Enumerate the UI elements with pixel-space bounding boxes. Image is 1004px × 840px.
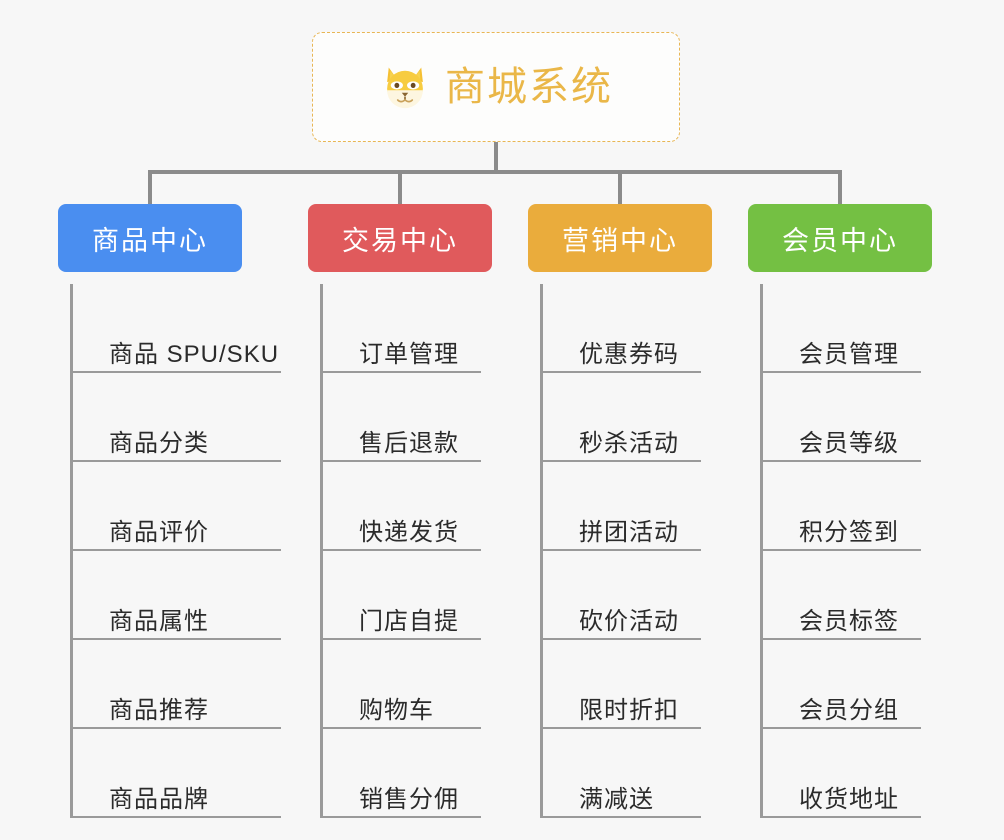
list-item[interactable]: 商品评价 [73,462,281,551]
connector-drop-1 [148,170,152,206]
list-item[interactable]: 积分签到 [763,462,921,551]
leaf-label: 商品评价 [109,519,209,547]
category-column-3: 营销中心 优惠券码 秒杀活动 拼团活动 砍价活动 限时折扣 满减送 [528,204,748,818]
category-header-3[interactable]: 营销中心 [528,204,712,272]
list-item[interactable]: 售后退款 [323,373,481,462]
list-item[interactable]: 会员管理 [763,284,921,373]
leaf-label: 优惠券码 [579,341,679,369]
leaf-label: 砍价活动 [579,608,679,636]
connector-drop-3 [618,170,622,206]
list-item[interactable]: 限时折扣 [543,640,701,729]
leaf-list-1: 商品 SPU/SKU 商品分类 商品评价 商品属性 商品推荐 商品品牌 [70,284,281,818]
connector-drop-4 [838,170,842,206]
category-header-3-label: 营销中心 [562,225,678,256]
leaf-label: 商品属性 [109,608,209,636]
list-item[interactable]: 商品分类 [73,373,281,462]
category-column-1: 商品中心 商品 SPU/SKU 商品分类 商品评价 商品属性 商品推荐 商品品牌 [58,204,298,818]
leaf-list-4: 会员管理 会员等级 积分签到 会员标签 会员分组 收货地址 [760,284,921,818]
category-column-2: 交易中心 订单管理 售后退款 快递发货 门店自提 购物车 销售分佣 [308,204,528,818]
list-item[interactable]: 商品 SPU/SKU [73,284,281,373]
list-item[interactable]: 商品推荐 [73,640,281,729]
list-item[interactable]: 拼团活动 [543,462,701,551]
leaf-label: 积分签到 [799,519,899,547]
list-item[interactable]: 会员等级 [763,373,921,462]
category-header-2-label: 交易中心 [342,225,458,256]
list-item[interactable]: 销售分佣 [323,729,481,818]
connector-bus [148,170,842,174]
leaf-label: 商品 SPU/SKU [109,341,280,369]
category-header-1-label: 商品中心 [92,225,208,256]
list-item[interactable]: 砍价活动 [543,551,701,640]
leaf-label: 购物车 [359,697,434,725]
leaf-label: 会员分组 [799,697,899,725]
list-item[interactable]: 商品品牌 [73,729,281,818]
list-item[interactable]: 订单管理 [323,284,481,373]
leaf-label: 门店自提 [359,608,459,636]
list-item[interactable]: 购物车 [323,640,481,729]
root-node[interactable]: 商城系统 [312,32,680,142]
list-item[interactable]: 满减送 [543,729,701,818]
list-item[interactable]: 商品属性 [73,551,281,640]
leaf-label: 商品推荐 [109,697,209,725]
leaf-label: 限时折扣 [579,697,679,725]
category-header-2[interactable]: 交易中心 [308,204,492,272]
list-item[interactable]: 秒杀活动 [543,373,701,462]
leaf-label: 快递发货 [359,519,459,547]
leaf-label: 销售分佣 [359,786,459,814]
leaf-label: 拼团活动 [579,519,679,547]
leaf-label: 售后退款 [359,430,459,458]
list-item[interactable]: 会员分组 [763,640,921,729]
category-header-1[interactable]: 商品中心 [58,204,242,272]
category-column-4: 会员中心 会员管理 会员等级 积分签到 会员标签 会员分组 收货地址 [748,204,968,818]
connector-drop-2 [398,170,402,206]
leaf-label: 秒杀活动 [579,430,679,458]
list-item[interactable]: 收货地址 [763,729,921,818]
list-item[interactable]: 会员标签 [763,551,921,640]
root-title: 商城系统 [445,65,613,109]
category-header-4-label: 会员中心 [782,225,898,256]
leaf-list-2: 订单管理 售后退款 快递发货 门店自提 购物车 销售分佣 [320,284,481,818]
leaf-label: 订单管理 [359,341,459,369]
leaf-label: 商品分类 [109,430,209,458]
leaf-label: 满减送 [579,786,654,814]
leaf-label: 收货地址 [799,786,899,814]
list-item[interactable]: 优惠券码 [543,284,701,373]
leaf-label: 会员标签 [799,608,899,636]
category-header-4[interactable]: 会员中心 [748,204,932,272]
leaf-label: 会员管理 [799,341,899,369]
leaf-list-3: 优惠券码 秒杀活动 拼团活动 砍价活动 限时折扣 满减送 [540,284,701,818]
leaf-label: 会员等级 [799,430,899,458]
list-item[interactable]: 门店自提 [323,551,481,640]
connector-root-stem [494,142,498,174]
leaf-label: 商品品牌 [109,786,209,814]
list-item[interactable]: 快递发货 [323,462,481,551]
dog-face-icon [387,67,423,109]
